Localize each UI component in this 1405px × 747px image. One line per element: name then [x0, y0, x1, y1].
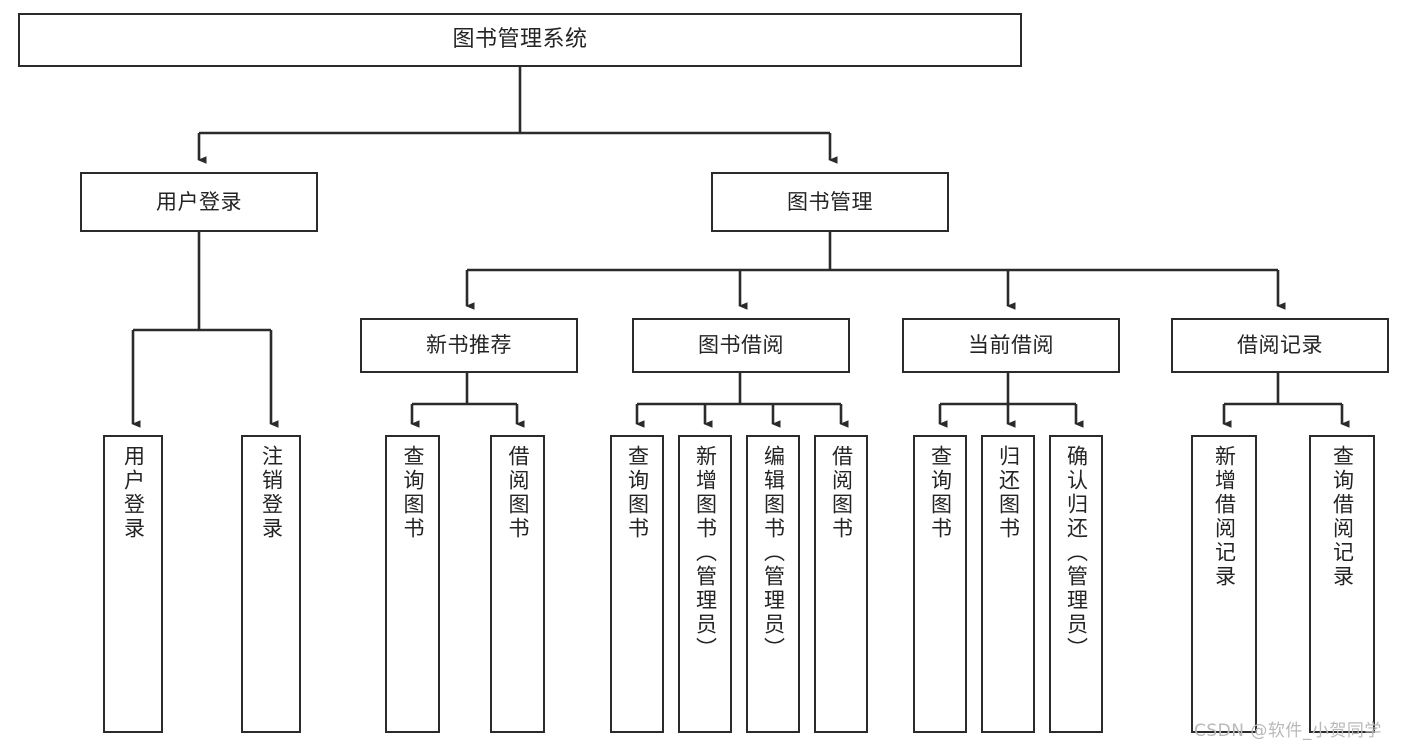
leaf-user-login-label: 用户登录 — [121, 445, 146, 541]
node-root-label: 图书管理系统 — [452, 27, 588, 53]
leaf-query-record-label: 查询借阅记录 — [1330, 445, 1355, 589]
node-new-book-recommend[interactable]: 新书推荐 — [360, 318, 578, 373]
leaf-edit-book[interactable]: 编辑图书（管理员） — [746, 435, 800, 733]
leaf-query-book-1-label: 查询图书 — [401, 445, 425, 541]
node-root[interactable]: 图书管理系统 — [18, 13, 1022, 67]
leaf-user-logout-label: 注销登录 — [259, 445, 284, 541]
node-borrow-record-label: 借阅记录 — [1237, 333, 1323, 358]
leaf-add-book[interactable]: 新增图书（管理员） — [678, 435, 732, 733]
leaf-user-login[interactable]: 用户登录 — [103, 435, 163, 733]
leaf-add-record[interactable]: 新增借阅记录 — [1191, 435, 1257, 733]
leaf-borrow-book-2-label: 借阅图书 — [829, 445, 854, 541]
node-current-borrow[interactable]: 当前借阅 — [902, 318, 1120, 373]
node-current-borrow-label: 当前借阅 — [968, 333, 1054, 358]
leaf-return-book-label: 归还图书 — [996, 445, 1021, 541]
node-book-manage[interactable]: 图书管理 — [711, 172, 949, 232]
node-user-login[interactable]: 用户登录 — [80, 172, 318, 232]
watermark: CSDN @软件_小贺同学 — [1194, 721, 1382, 741]
leaf-borrow-book-1-label: 借阅图书 — [506, 445, 530, 541]
node-book-borrow[interactable]: 图书借阅 — [632, 318, 850, 373]
node-book-borrow-label: 图书借阅 — [698, 333, 784, 358]
leaf-query-book-2[interactable]: 查询图书 — [610, 435, 664, 733]
node-new-book-recommend-label: 新书推荐 — [426, 333, 512, 358]
leaf-query-book-2-label: 查询图书 — [625, 445, 650, 541]
node-book-manage-label: 图书管理 — [787, 189, 873, 214]
leaf-query-book-3-label: 查询图书 — [928, 445, 953, 541]
leaf-query-book-1[interactable]: 查询图书 — [385, 435, 440, 733]
leaf-confirm-return[interactable]: 确认归还（管理员） — [1049, 435, 1103, 733]
node-borrow-record[interactable]: 借阅记录 — [1171, 318, 1389, 373]
leaf-add-book-label: 新增图书（管理员） — [693, 445, 718, 661]
leaf-query-book-3[interactable]: 查询图书 — [913, 435, 967, 733]
leaf-borrow-book-1[interactable]: 借阅图书 — [490, 435, 545, 733]
leaf-confirm-return-label: 确认归还（管理员） — [1064, 445, 1089, 661]
leaf-user-logout[interactable]: 注销登录 — [241, 435, 301, 733]
leaf-add-record-label: 新增借阅记录 — [1212, 445, 1237, 589]
node-user-login-label: 用户登录 — [156, 189, 242, 214]
leaf-query-record[interactable]: 查询借阅记录 — [1309, 435, 1375, 733]
leaf-borrow-book-2[interactable]: 借阅图书 — [814, 435, 868, 733]
leaf-return-book[interactable]: 归还图书 — [981, 435, 1035, 733]
leaf-edit-book-label: 编辑图书（管理员） — [761, 445, 786, 661]
